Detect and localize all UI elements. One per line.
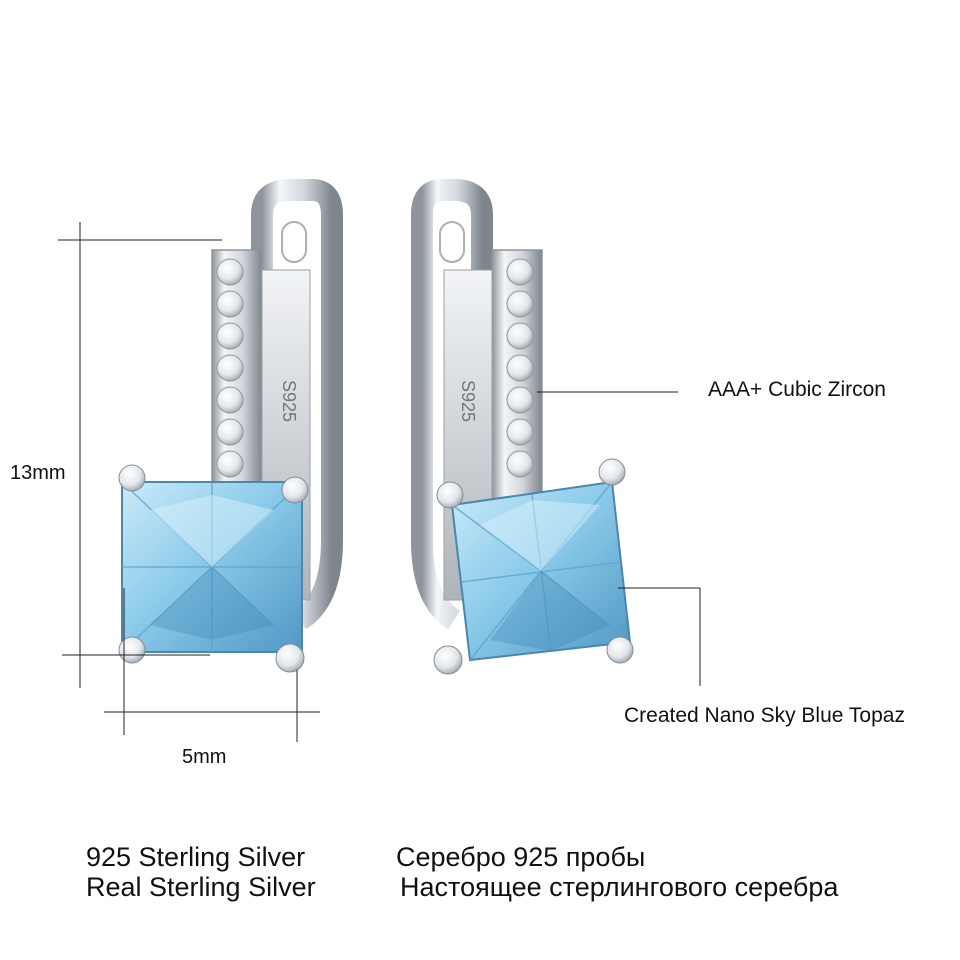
dimension-lines: [58, 222, 320, 742]
right-zircon-row: [506, 258, 534, 478]
right-earring: S925: [411, 179, 634, 675]
callout-lines: [537, 391, 701, 686]
height-dimension-label: 13mm: [10, 462, 66, 484]
width-dimension-label: 5mm: [182, 746, 227, 768]
right-topaz-stone: [450, 480, 632, 662]
caption-line1-english: 925 Sterling Silver: [86, 842, 306, 872]
right-stamp: S925: [458, 380, 478, 422]
left-stamp: S925: [279, 380, 299, 422]
right-hinge-loop: [411, 179, 493, 630]
topaz-callout-label: Created Nano Sky Blue Topaz: [624, 704, 905, 727]
caption-line1-russian: Серебро 925 пробы: [396, 842, 646, 872]
caption-line2-english: Real Sterling Silver: [86, 872, 316, 902]
left-earring: S925: [118, 179, 343, 673]
left-topaz-stone: [121, 481, 303, 653]
left-zircon-row: [216, 258, 244, 478]
left-hinge-loop: [251, 179, 343, 630]
zircon-callout-label: AAA+ Cubic Zircon: [708, 378, 886, 401]
caption-line2-russian: Настоящее стерлингового серебра: [400, 872, 839, 902]
